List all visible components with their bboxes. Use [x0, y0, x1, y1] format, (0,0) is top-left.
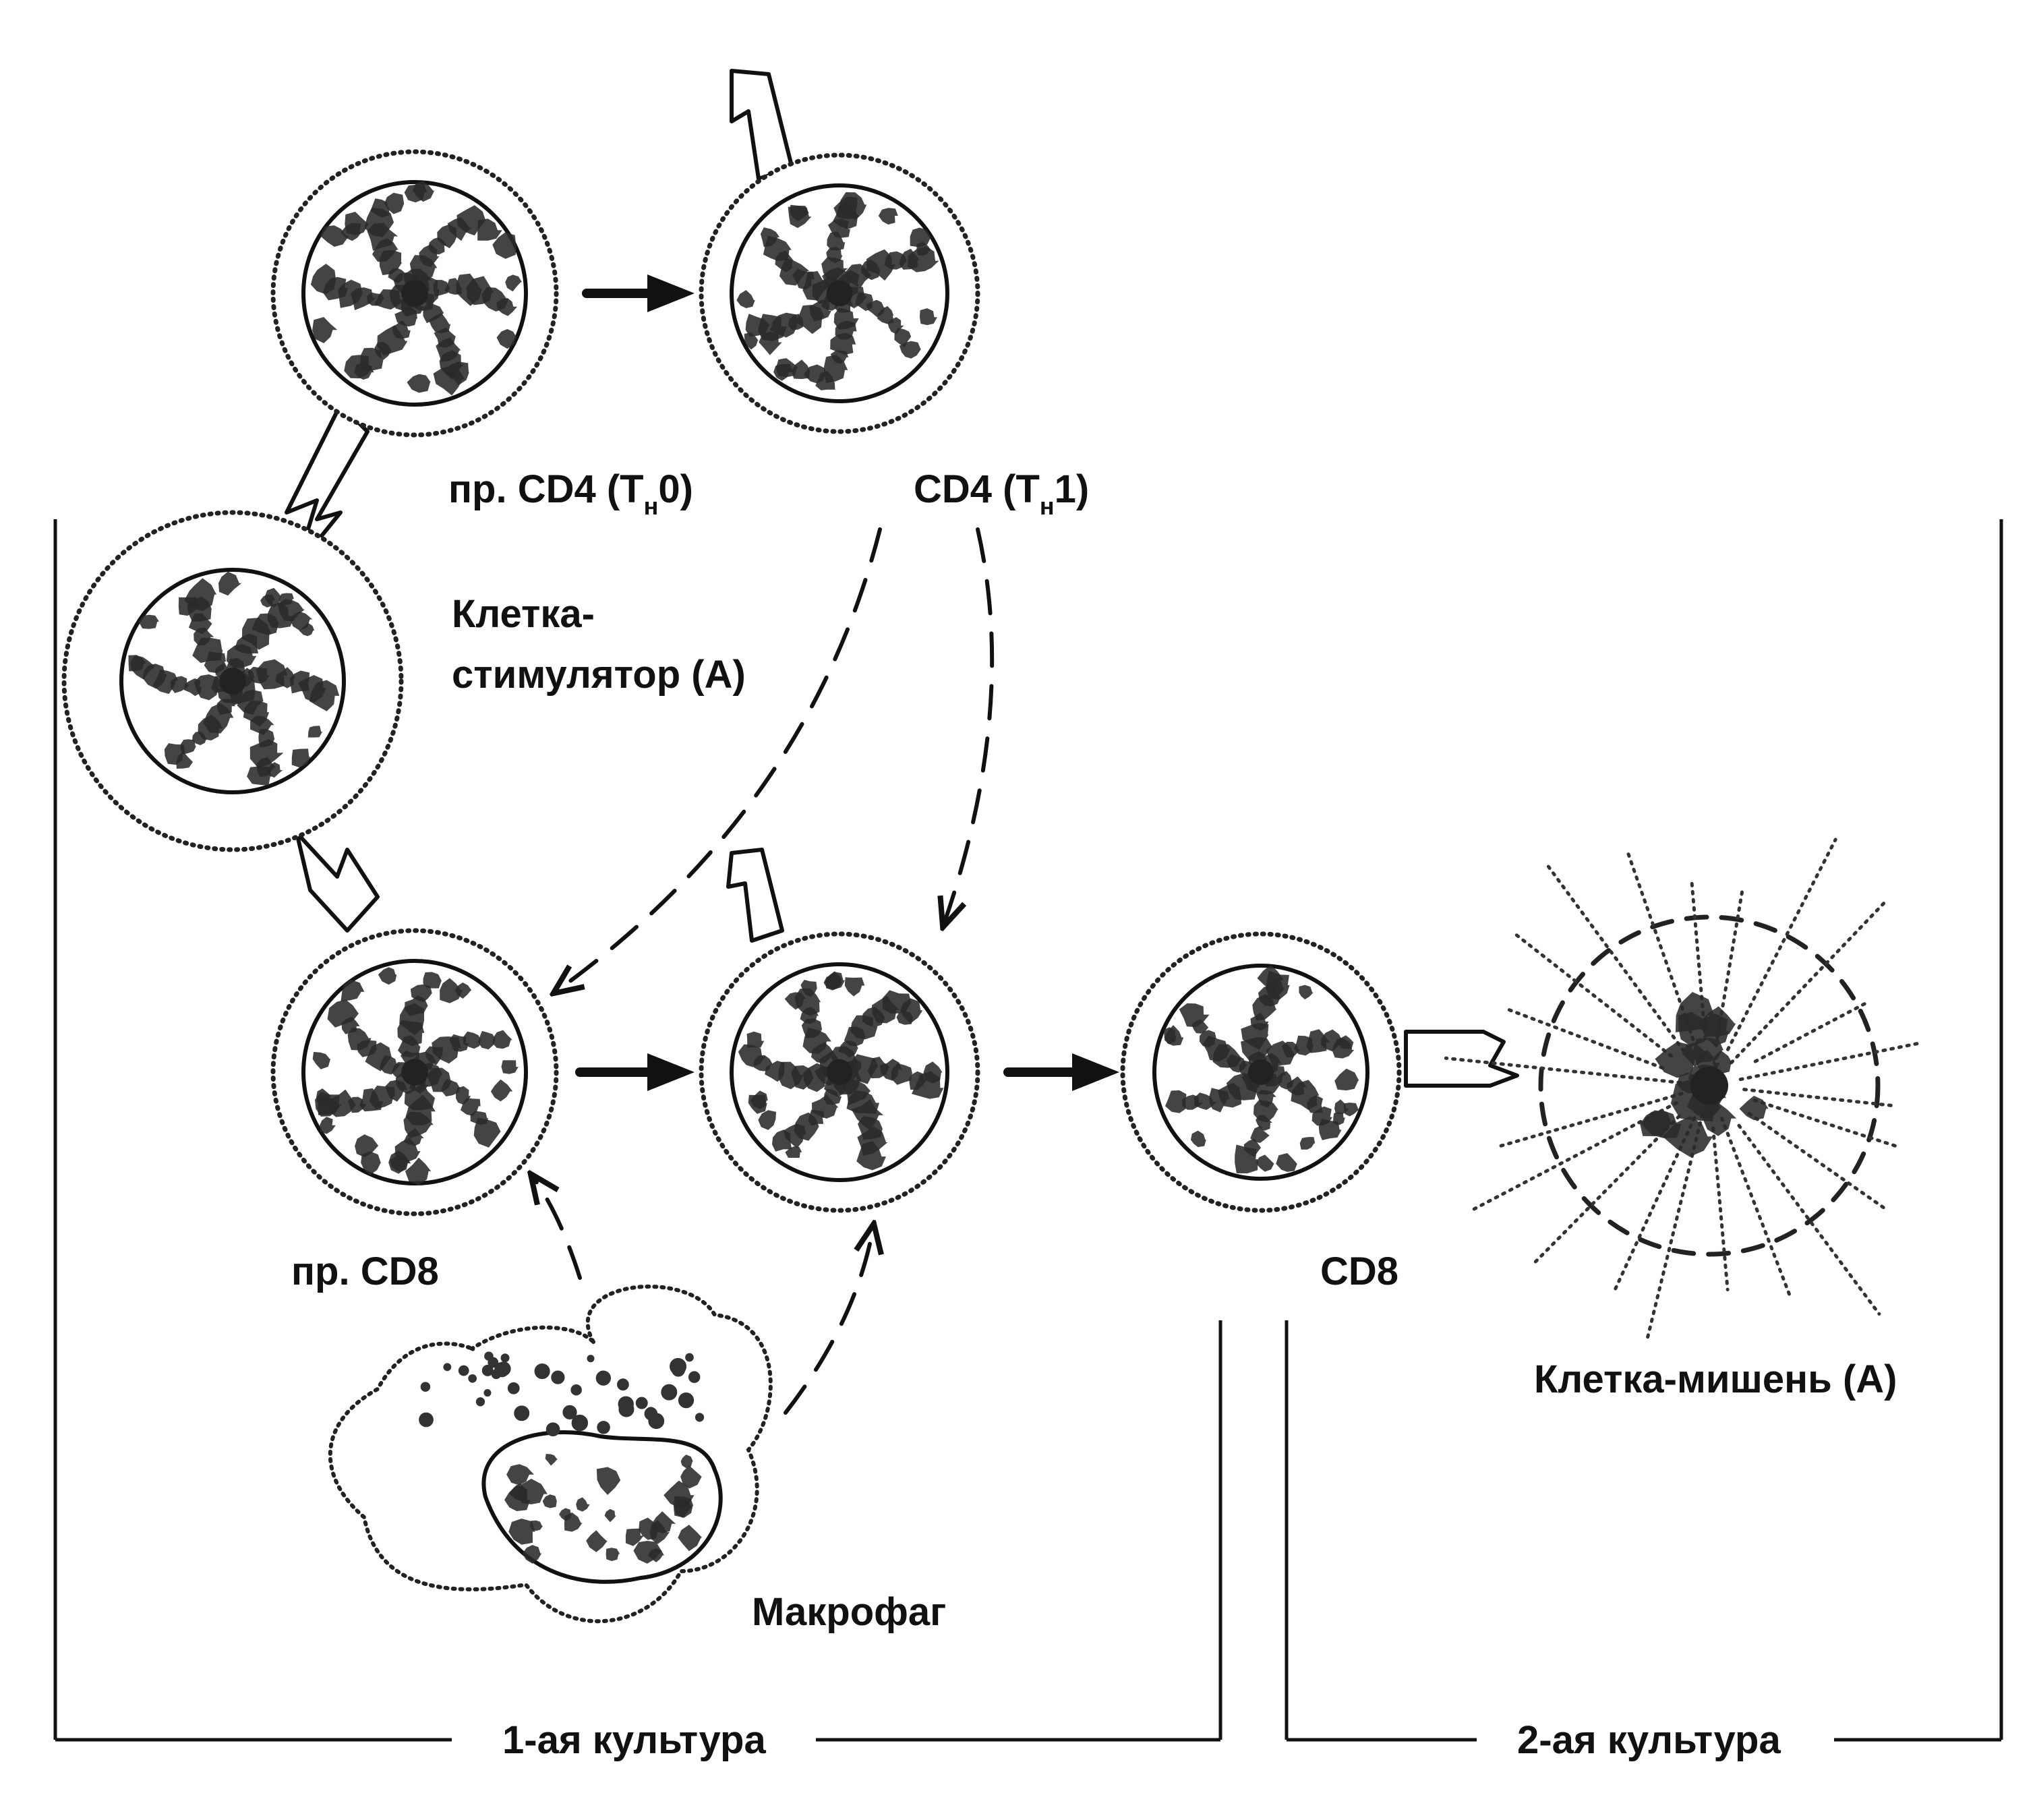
receptor-stimulator-cd8: [295, 831, 380, 933]
dashed-arrow-th1-to-naive-cd8: [556, 527, 882, 991]
effector-cd8-cell: [699, 931, 980, 1213]
label-target-cell: Клетка-мишень (А): [1534, 1357, 1897, 1401]
label-cd4-th1-main: CD4 (Tн1): [914, 467, 1089, 520]
dashed-arrow-macrophage-to-effector: [784, 1227, 873, 1415]
label-naive-cd4: пр. CD4 (Tн0): [448, 467, 693, 520]
label-culture-1: 1-ая культура: [502, 1718, 766, 1762]
receptor-cd4-th1-top: [730, 69, 794, 181]
label-naive-cd4-main: пр. CD4 (Tн0): [448, 467, 693, 520]
naive-cd8-cell: [270, 928, 559, 1216]
culture-1-frame: [53, 519, 1222, 1742]
cd4-th1-cell: [699, 152, 980, 434]
label-stimulator-line2: стимулятор (А): [452, 653, 746, 697]
label-cd8: CD8: [1320, 1250, 1398, 1293]
dashed-arrow-macrophage-to-naive-cd8: [533, 1177, 582, 1280]
stimulator-cell: [61, 510, 404, 852]
target-cell: [1444, 838, 1923, 1345]
label-macrophage: Макрофаг: [752, 1590, 946, 1634]
dashed-arrow-th1-to-effector: [944, 527, 995, 924]
label-cd4-th1: CD4 (Tн1): [914, 467, 1089, 520]
receptor-effector-cell: [726, 848, 784, 943]
macrophage-cell: [328, 1284, 773, 1624]
cd8-cell: [1120, 931, 1402, 1213]
label-stimulator-line1: Клетка-: [452, 592, 595, 636]
culture-2-frame: [1285, 519, 2003, 1742]
naive-cd4-cell: [270, 149, 559, 438]
label-culture-2: 2-ая культура: [1517, 1718, 1781, 1762]
label-naive-cd8: пр. CD8: [291, 1250, 439, 1293]
